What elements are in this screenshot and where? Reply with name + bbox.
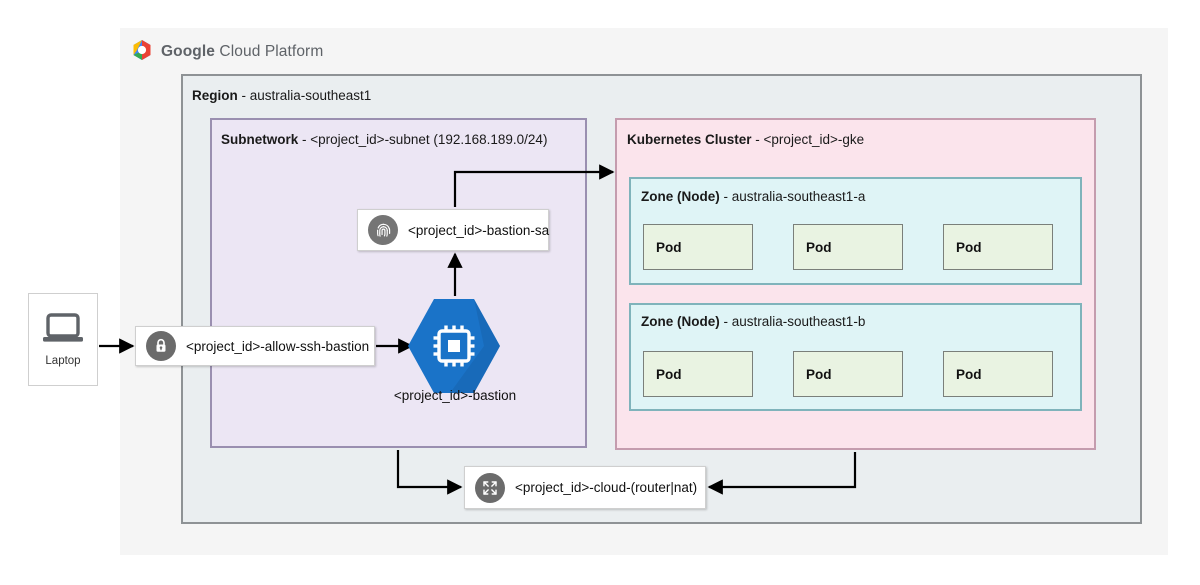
laptop-icon [41, 312, 85, 349]
wordmark-google: Google [161, 43, 215, 60]
cpu-chip-icon [433, 325, 475, 367]
zone-b-title-rest: - australia-southeast1-b [719, 314, 866, 329]
wordmark-cloud-platform: Cloud Platform [219, 43, 324, 60]
pod-label: Pod [806, 366, 832, 382]
pod-label: Pod [806, 239, 832, 255]
service-account-label: <project_id>-bastion-sa [408, 222, 550, 238]
laptop-label: Laptop [45, 355, 81, 367]
subnetwork-title-rest: - <project_id>-subnet (192.168.189.0/24) [298, 132, 548, 147]
pod-box[interactable]: Pod [643, 351, 753, 397]
pod-box[interactable]: Pod [943, 351, 1053, 397]
pod-label: Pod [656, 366, 682, 382]
zone-a-title-bold: Zone (Node) [641, 189, 720, 204]
pod-box[interactable]: Pod [643, 224, 753, 270]
fingerprint-icon [368, 215, 398, 245]
laptop-node[interactable]: Laptop [28, 293, 98, 386]
kubernetes-cluster-title-rest: - <project_id>-gke [751, 132, 865, 147]
region-title: Region - australia-southeast1 [192, 88, 371, 103]
zone-node-b-title: Zone (Node) - australia-southeast1-b [641, 314, 865, 329]
compute-engine-hexagon-icon [408, 299, 500, 393]
subnetwork-title-bold: Subnetwork [221, 132, 299, 147]
kubernetes-cluster-title-bold: Kubernetes Cluster [627, 132, 752, 147]
zone-a-title-rest: - australia-southeast1-a [719, 189, 866, 204]
subnetwork-title: Subnetwork - <project_id>-subnet (192.16… [221, 132, 547, 147]
cloud-router-nat-node[interactable]: <project_id>-cloud-(router|nat) [464, 466, 706, 509]
service-account-node[interactable]: <project_id>-bastion-sa [357, 209, 549, 251]
bastion-vm-node[interactable] [406, 297, 502, 395]
firewall-rule-node[interactable]: <project_id>-allow-ssh-bastion [135, 326, 375, 366]
cloud-router-nat-label: <project_id>-cloud-(router|nat) [515, 480, 698, 495]
router-expand-arrows-icon [475, 472, 505, 503]
pod-label: Pod [956, 239, 982, 255]
pod-label: Pod [656, 239, 682, 255]
region-title-bold: Region [192, 88, 238, 103]
pod-box[interactable]: Pod [793, 351, 903, 397]
bastion-vm-label: <project_id>-bastion [393, 388, 517, 403]
kubernetes-cluster-title: Kubernetes Cluster - <project_id>-gke [627, 132, 864, 147]
region-title-rest: - australia-southeast1 [237, 88, 372, 103]
pod-box[interactable]: Pod [793, 224, 903, 270]
zone-node-a-title: Zone (Node) - australia-southeast1-a [641, 189, 865, 204]
lock-icon [146, 331, 176, 361]
pod-box[interactable]: Pod [943, 224, 1053, 270]
pod-label: Pod [956, 366, 982, 382]
gcp-wordmark: Google Cloud Platform [161, 43, 323, 61]
gcp-branding: Google Cloud Platform [130, 38, 323, 66]
firewall-rule-label: <project_id>-allow-ssh-bastion [186, 338, 370, 354]
google-cloud-hexagon-logo-icon [130, 38, 154, 67]
zone-b-title-bold: Zone (Node) [641, 314, 720, 329]
